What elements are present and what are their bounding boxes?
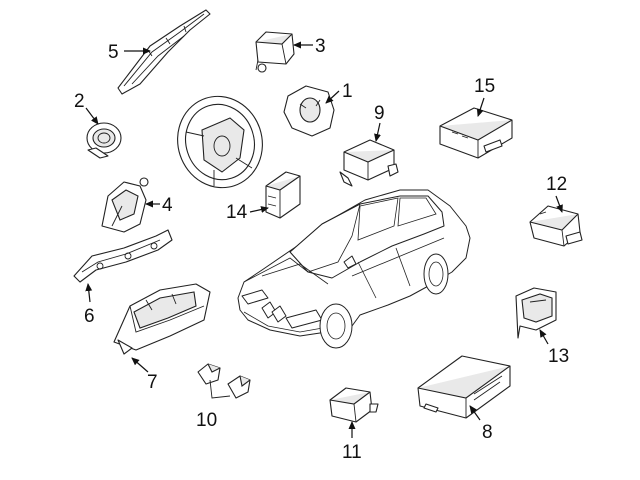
leader-13 (539, 329, 549, 345)
part-10-impact-sensors (197, 363, 251, 399)
part-8-control-unit (417, 355, 511, 419)
leader-2 (85, 107, 99, 125)
leader-9 (374, 122, 381, 142)
callout-4: 4 (162, 195, 173, 216)
callout-labels: 1 2 3 4 5 6 7 8 9 10 11 12 13 14 15 (74, 36, 569, 463)
leader-12 (555, 195, 563, 213)
part-3-steering-module (255, 31, 295, 73)
leader-8 (469, 405, 481, 421)
callout-7: 7 (147, 372, 158, 393)
leader-lines (85, 41, 563, 438)
part-12-module (529, 205, 583, 247)
callout-12: 12 (546, 174, 567, 195)
callout-1: 1 (342, 81, 353, 102)
callout-15: 15 (474, 76, 495, 97)
callout-8: 8 (482, 422, 493, 443)
callout-10: 10 (196, 410, 217, 431)
part-13-bracket-module (515, 287, 557, 339)
leader-7 (131, 357, 149, 373)
part-6-knee-bracket (73, 229, 173, 283)
callout-13: 13 (548, 346, 569, 367)
part-15-module (439, 107, 513, 159)
callout-6: 6 (84, 306, 95, 327)
part-2-spiral-ring (86, 122, 122, 159)
part-4-seat-module (101, 177, 149, 233)
callout-5: 5 (108, 42, 119, 63)
callout-11: 11 (342, 442, 362, 463)
callout-3: 3 (315, 36, 326, 57)
leader-6 (85, 283, 93, 303)
part-5-curtain-airbag (117, 9, 211, 95)
callout-2: 2 (74, 91, 85, 112)
callout-14: 14 (226, 202, 248, 223)
part-14-sensor-module (265, 171, 301, 219)
part-11-sensor-module (329, 387, 379, 423)
part-7-passenger-module (113, 283, 211, 355)
part-9-control-module (339, 139, 399, 187)
leader-15 (476, 97, 485, 117)
steering-wheel-illustration (177, 95, 263, 189)
leader-1 (325, 90, 340, 104)
callout-9: 9 (374, 103, 385, 124)
leader-14 (249, 206, 269, 213)
vehicle-sedan-illustration (237, 189, 471, 349)
part-1-driver-airbag (283, 85, 335, 137)
